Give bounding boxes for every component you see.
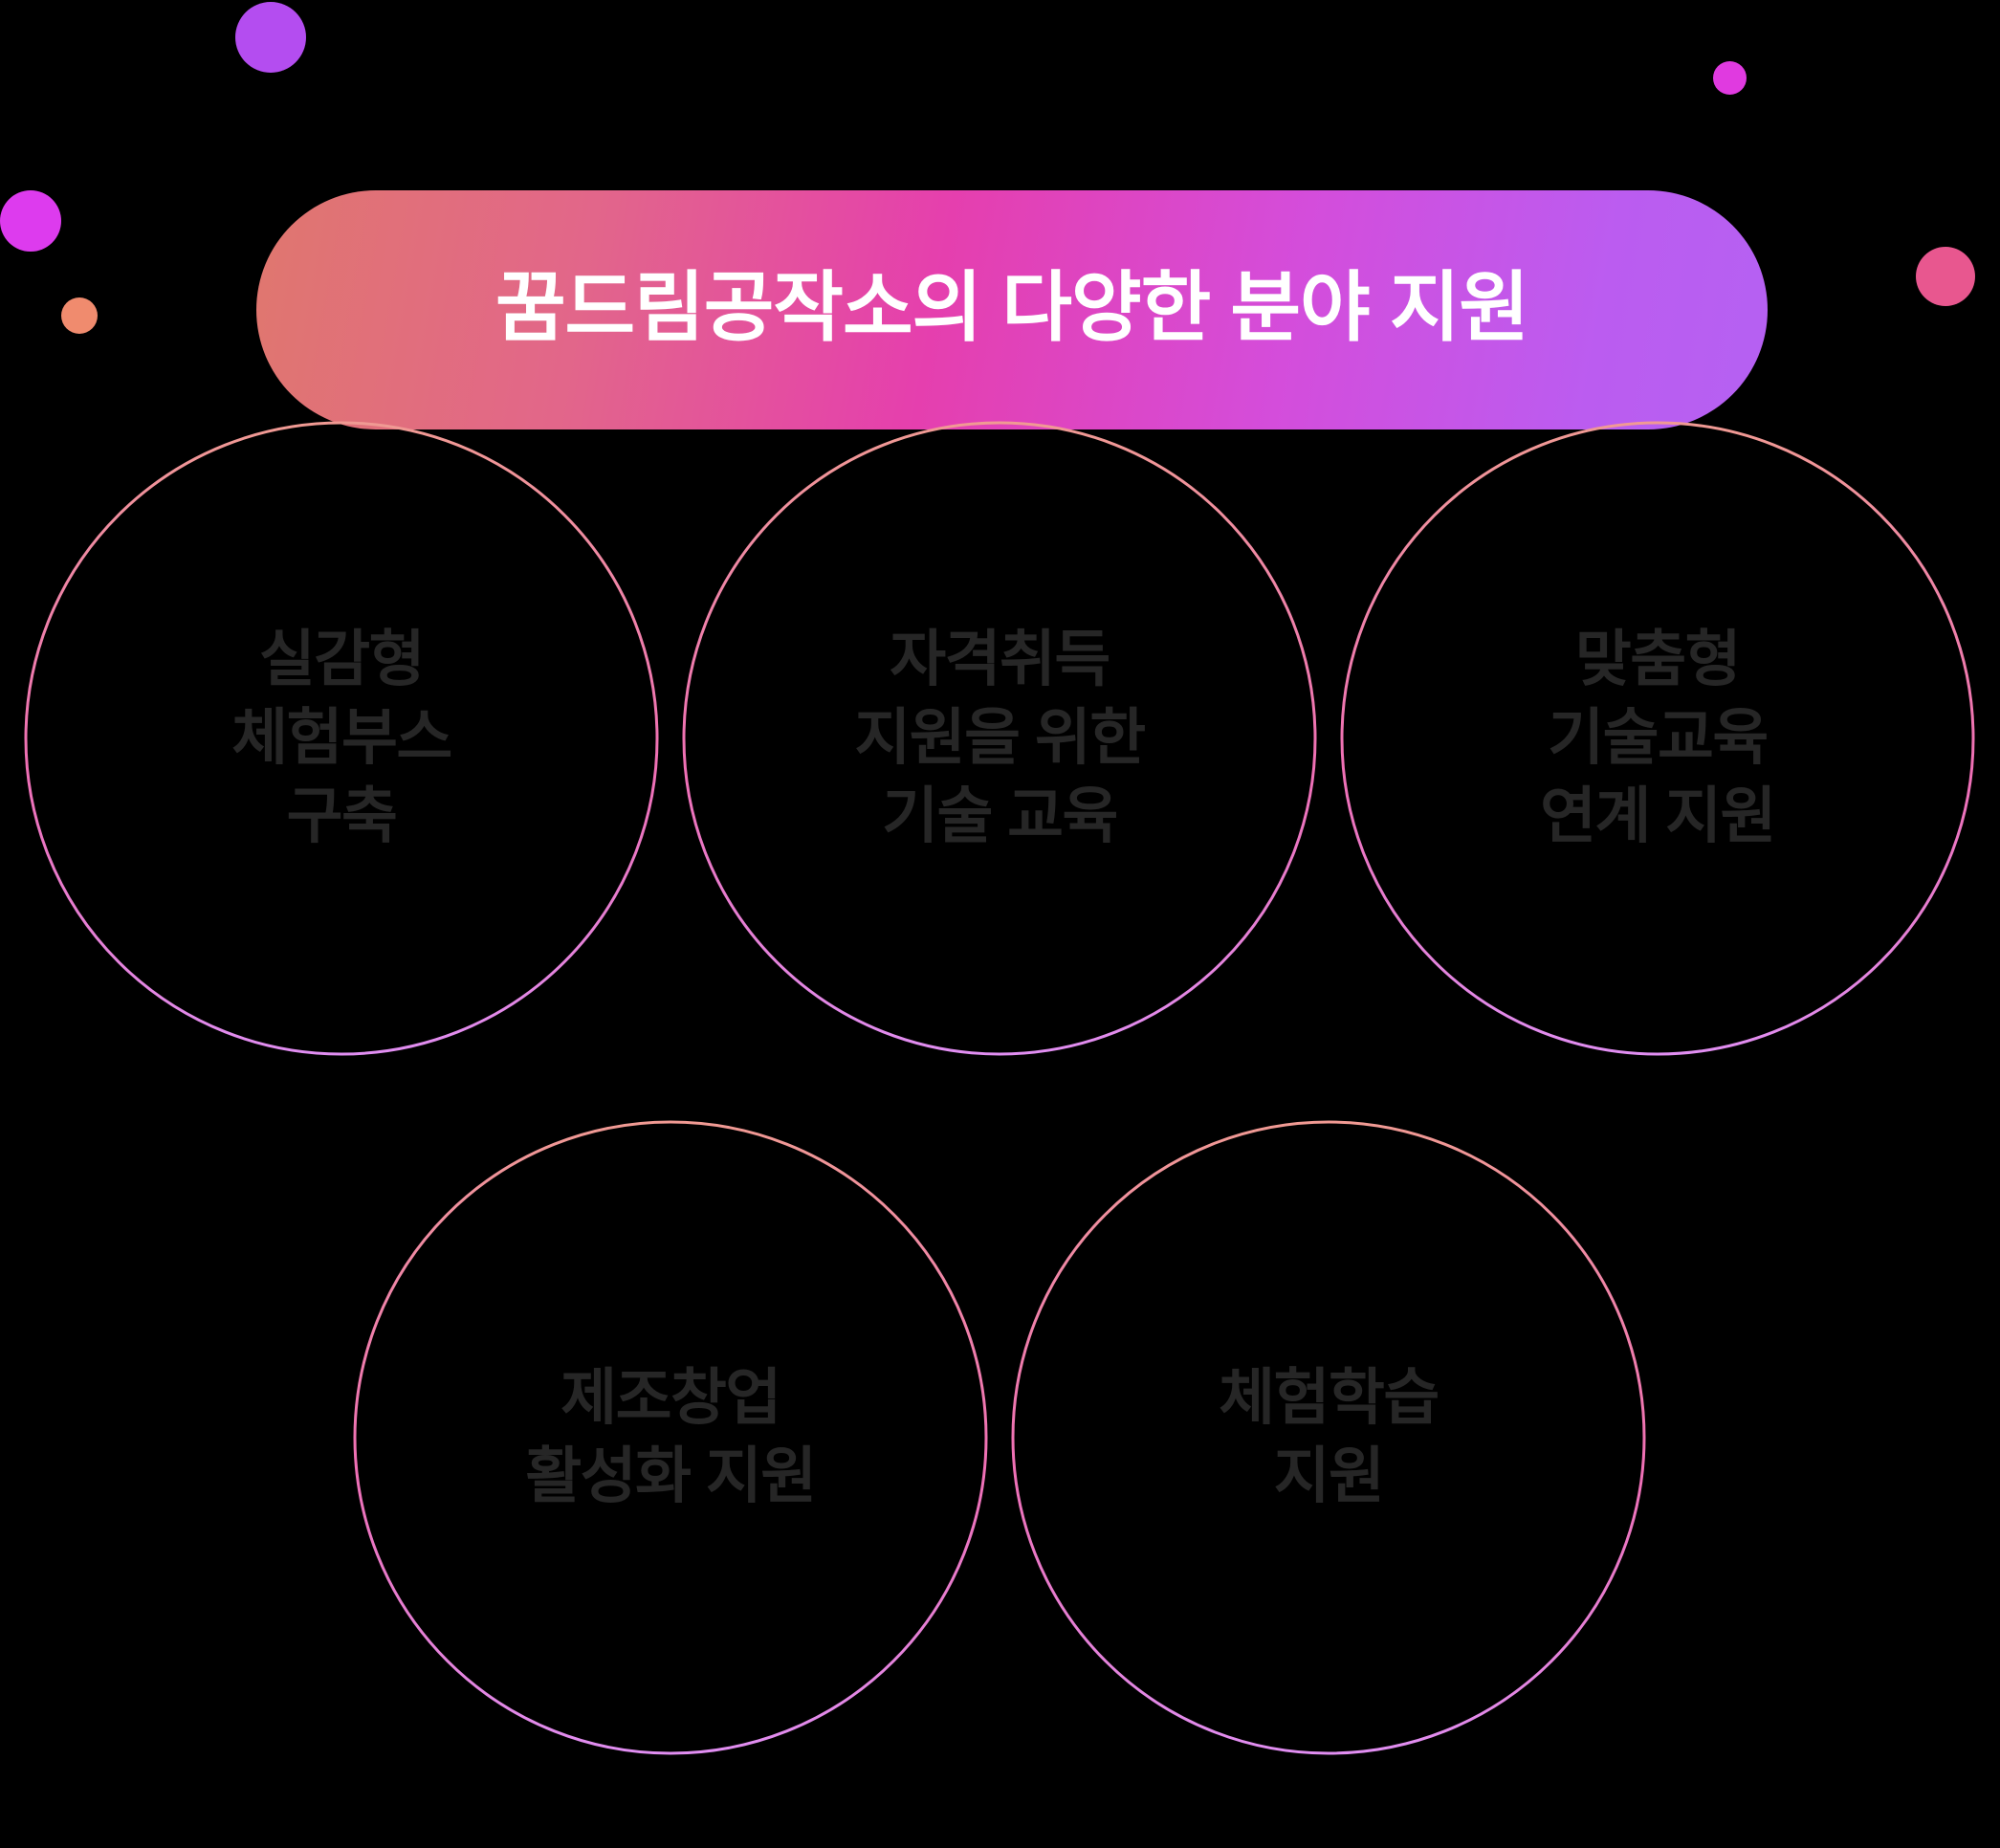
circle-jagyeokchwideuk-outline <box>682 421 1317 1056</box>
circle-matchumhyeong-outline <box>1340 421 1975 1056</box>
title-banner: 꿈드림공작소의 다양한 분야 지원 <box>256 190 1768 429</box>
circle-jejochangeop-outline <box>353 1120 988 1755</box>
page-title: 꿈드림공작소의 다양한 분야 지원 <box>495 265 1529 350</box>
dot-top-left-purple <box>235 2 306 73</box>
dot-right-pink <box>1916 247 1975 306</box>
dot-left-small-coral <box>61 297 98 334</box>
circle-silgamhyeong-outline <box>24 421 659 1056</box>
circle-cheheomhakseup-outline <box>1011 1120 1646 1755</box>
dot-left-magenta <box>0 190 61 252</box>
dot-top-right-small-magenta <box>1713 61 1747 95</box>
